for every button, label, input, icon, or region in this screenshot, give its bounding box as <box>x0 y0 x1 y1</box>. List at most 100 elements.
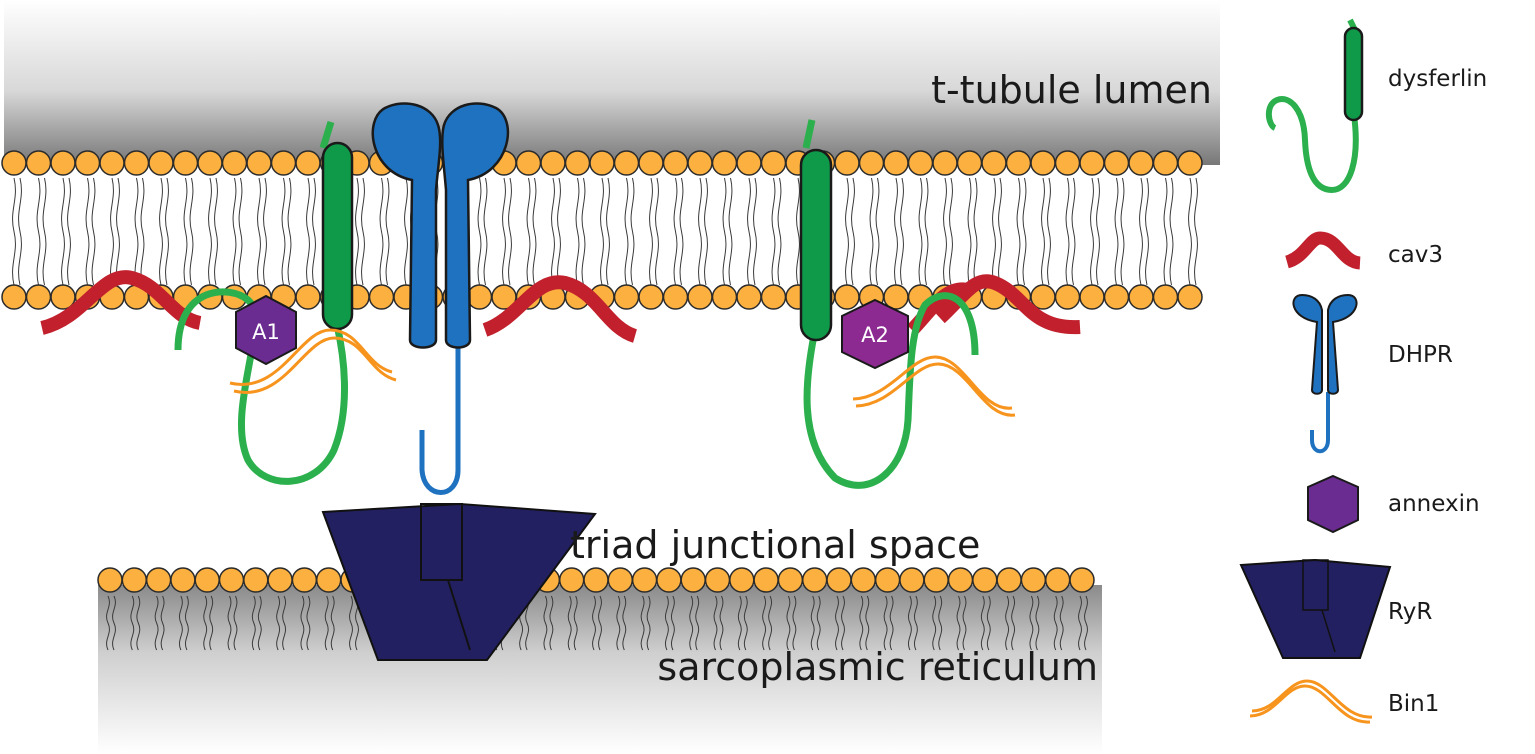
lipid-head <box>540 150 566 176</box>
lipid-tail <box>655 177 659 286</box>
lipid-tail <box>183 177 188 286</box>
lipid-tail <box>1096 177 1100 286</box>
lipid-tail <box>713 595 718 651</box>
lipid-tail <box>159 177 163 286</box>
legend-label-dysferlin: dysferlin <box>1388 66 1487 92</box>
lipid-head <box>1069 567 1095 593</box>
lipid-tail <box>924 177 929 286</box>
lipid-head <box>801 567 828 593</box>
lipid-head <box>656 567 682 593</box>
lipid-tail <box>349 595 353 651</box>
lipid-tail <box>385 177 390 286</box>
lipid-tail <box>962 595 967 651</box>
lipid-head <box>1054 150 1081 176</box>
lipid-tail <box>276 595 281 651</box>
top-bilayer-outer-heads <box>1 150 1203 176</box>
lipid-head <box>25 150 52 176</box>
lipid-head <box>246 150 272 176</box>
lipid-head <box>1128 284 1154 310</box>
lipid-tail <box>737 595 742 651</box>
sr-bilayer-heads <box>97 567 1095 593</box>
legend-label-bin1: Bin1 <box>1388 691 1439 717</box>
lipid-tail <box>110 177 114 286</box>
cav3-left <box>40 270 202 335</box>
lipid-tail <box>116 177 120 286</box>
lipid-head <box>270 150 297 176</box>
lipid-head <box>295 150 321 176</box>
lipid-head <box>243 567 269 593</box>
lipid-tail <box>306 177 310 286</box>
lipid-head <box>221 150 248 176</box>
lipid-tail <box>1188 177 1192 286</box>
dysferlin-right <box>799 119 979 489</box>
lipid-head <box>589 150 615 176</box>
lipid-tail <box>792 595 797 651</box>
lipid-tail <box>136 595 141 651</box>
lipid-head <box>1020 567 1047 593</box>
lipid-tail <box>508 177 512 286</box>
lipid-tail <box>913 595 918 651</box>
lipid-tail <box>1022 177 1027 286</box>
lipid-head <box>145 567 172 593</box>
ryr-channel <box>321 502 597 661</box>
lipid-tail <box>208 177 212 286</box>
lipid-tail <box>1084 595 1088 651</box>
legend: dysferlin cav3 DHPR annexin RyR Bin1 <box>1239 18 1487 724</box>
lipid-tail <box>670 595 675 651</box>
lipid-tail <box>1035 595 1040 651</box>
lipid-head <box>1030 150 1056 176</box>
lipid-head <box>662 284 689 310</box>
lipid-head <box>638 150 664 176</box>
lipid-head <box>613 150 640 176</box>
lipid-head <box>1005 150 1032 176</box>
lipid-tail <box>875 177 880 286</box>
lipid-tail <box>203 595 208 651</box>
lipid-tail <box>214 177 218 286</box>
triad-junctional-space-label: triad junctional space <box>570 523 980 567</box>
lipid-tail <box>865 595 870 651</box>
annexin-a1: A1 <box>235 294 297 366</box>
lipid-tail <box>532 177 537 286</box>
lipid-head <box>662 150 689 176</box>
lipid-head <box>97 567 123 593</box>
lipid-tail <box>61 177 65 286</box>
lipid-head <box>1103 150 1130 176</box>
lipid-tail <box>786 595 791 651</box>
lipid-tail <box>998 177 1002 286</box>
lipid-tail <box>42 177 47 286</box>
lipid-tail <box>598 595 602 651</box>
legend-label-ryr: RyR <box>1388 599 1432 625</box>
bin1-icon <box>1249 679 1373 724</box>
cav3-middle <box>482 275 638 343</box>
lipid-tail <box>1090 177 1094 286</box>
lipid-tail <box>1078 595 1082 651</box>
lipid-tail <box>719 595 724 651</box>
annexin-a2: A2 <box>841 298 909 370</box>
lipid-head <box>687 150 713 176</box>
lipid-head <box>1103 284 1130 310</box>
lipid-head <box>121 567 148 593</box>
lipid-tail <box>551 177 555 286</box>
lipid-head <box>883 150 909 176</box>
lipid-tail <box>753 177 757 286</box>
lipid-tail <box>36 177 41 286</box>
lipid-tail <box>12 177 16 286</box>
lipid-head <box>515 150 542 176</box>
lipid-head <box>874 567 901 593</box>
lipid-tail <box>361 177 365 286</box>
lipid-head <box>711 284 738 310</box>
lipid-tail <box>18 177 22 286</box>
annexin-icon <box>1307 474 1359 534</box>
lipid-tail <box>1047 177 1051 286</box>
lipid-tail <box>238 177 243 286</box>
lipid-tail <box>698 177 702 286</box>
lipid-head <box>826 567 852 593</box>
lipid-tail <box>67 177 71 286</box>
lipid-tail <box>233 595 238 651</box>
legend-label-dhpr: DHPR <box>1388 342 1453 368</box>
lipid-tail <box>379 177 384 286</box>
lipid-tail <box>949 177 953 286</box>
lipid-tail <box>178 595 183 651</box>
top-bilayer-tails <box>12 177 1198 286</box>
lipid-tail <box>956 595 961 651</box>
